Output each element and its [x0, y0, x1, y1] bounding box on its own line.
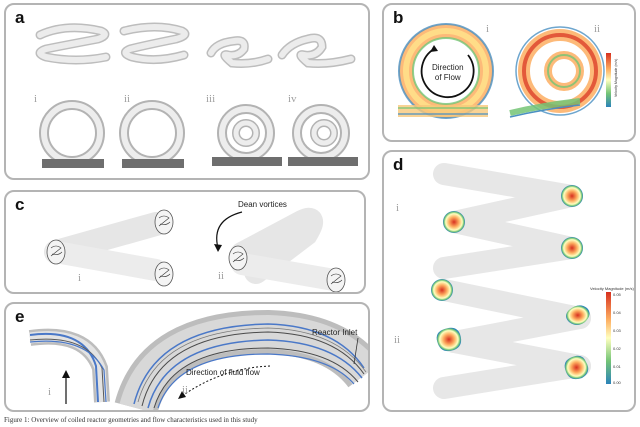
panel-a-coil-illustrations — [35, 22, 358, 168]
panel-b-sub-i: i — [486, 23, 490, 35]
panel-a: a — [4, 3, 370, 180]
coil-side-view-ii — [119, 22, 190, 65]
transparent-tube-ii — [228, 207, 346, 292]
panel-e-sub-ii: ii — [182, 384, 189, 396]
panel-e-fluid-flow — [28, 309, 368, 410]
panel-b-velocity-streamlines: Velocity Magnitude (m/s) — [398, 23, 618, 119]
panel-a-sub-iii: iii — [206, 93, 216, 105]
cross-section-i-2 — [443, 211, 465, 233]
dean-vortices-arrow — [216, 211, 243, 249]
panel-b-colorbar — [606, 53, 611, 107]
coil-top-view-i — [39, 100, 105, 168]
panel-d-sub-ii: ii — [394, 334, 401, 346]
cross-section-ii-1 — [431, 279, 453, 301]
colorbar-tick: 0.03 — [613, 328, 621, 333]
panel-b: b — [382, 3, 636, 142]
figure-caption: Figure 1: Overview of coiled reactor geo… — [4, 416, 258, 424]
cross-section-ii-4 — [564, 355, 589, 380]
panel-d-cross-sections — [431, 163, 611, 399]
dean-vortices-label: Dean vortices — [238, 200, 287, 209]
cross-section-i-1 — [561, 185, 583, 207]
panel-b-flow-label: Direction of Flow — [432, 63, 464, 83]
panel-c-sub-ii: ii — [218, 270, 225, 282]
cross-section-i-3 — [561, 237, 583, 259]
panel-d-label: d — [393, 155, 404, 174]
pipe-bend-i — [28, 328, 110, 403]
panel-c-label: c — [15, 195, 25, 214]
panel-a-sub-iv: iv — [288, 93, 297, 105]
panel-e: e Reactor Inlet Direction of fluid flow … — [4, 302, 370, 412]
panel-d-colorbar — [606, 292, 611, 384]
coil-side-view-i — [35, 23, 111, 65]
panel-e-sub-i: i — [48, 386, 52, 398]
panel-a-sub-i: i — [34, 93, 38, 105]
reactor-inlet-pointer — [353, 337, 359, 365]
colorbar-tick: 0.00 — [613, 380, 621, 385]
panel-b-label: b — [393, 8, 404, 27]
panel-c: c Dean vortices i ii — [4, 190, 366, 294]
panel-b-sub-ii: ii — [594, 23, 601, 35]
cross-section-ii-2 — [566, 305, 590, 325]
coil-top-view-ii — [119, 100, 185, 168]
colorbar-tick: 0.04 — [613, 310, 621, 315]
panel-b-colorbar-title: Velocity Magnitude (m/s) — [614, 59, 618, 97]
panel-e-label: e — [15, 307, 25, 326]
flow-text: Direction of Flow — [432, 63, 464, 82]
reactor-inlet-label: Reactor Inlet — [312, 328, 358, 337]
coil-top-view-iv — [288, 104, 358, 166]
colorbar-tick: 0.01 — [613, 364, 621, 369]
panel-d: d — [382, 150, 636, 412]
tube-set-ii — [433, 279, 591, 399]
panel-d-colorbar-title: Velocity Magnitude (m/s) — [590, 286, 634, 291]
fluid-flow-label: Direction of fluid flow — [186, 368, 260, 377]
panel-c-sub-i: i — [78, 272, 82, 284]
panel-d-sub-i: i — [396, 202, 400, 214]
velocity-coil-ii — [509, 26, 605, 118]
transparent-tube-i — [44, 209, 174, 287]
panel-a-sub-ii: ii — [124, 93, 131, 105]
cross-section-ii-3 — [436, 327, 462, 352]
velocity-coil-i — [398, 23, 494, 119]
colorbar-tick: 0.05 — [613, 292, 621, 297]
coil-side-view-iv — [277, 33, 356, 68]
coil-top-view-iii — [212, 104, 282, 166]
colorbar-tick: 0.02 — [613, 346, 621, 351]
fluid-flow-arrow — [181, 365, 271, 397]
coil-side-view-iii — [206, 36, 273, 68]
panel-c-dean-vortices — [44, 207, 346, 292]
panel-a-label: a — [15, 8, 25, 27]
tube-set-i — [433, 163, 583, 279]
pipe-bend-ii — [114, 309, 368, 410]
